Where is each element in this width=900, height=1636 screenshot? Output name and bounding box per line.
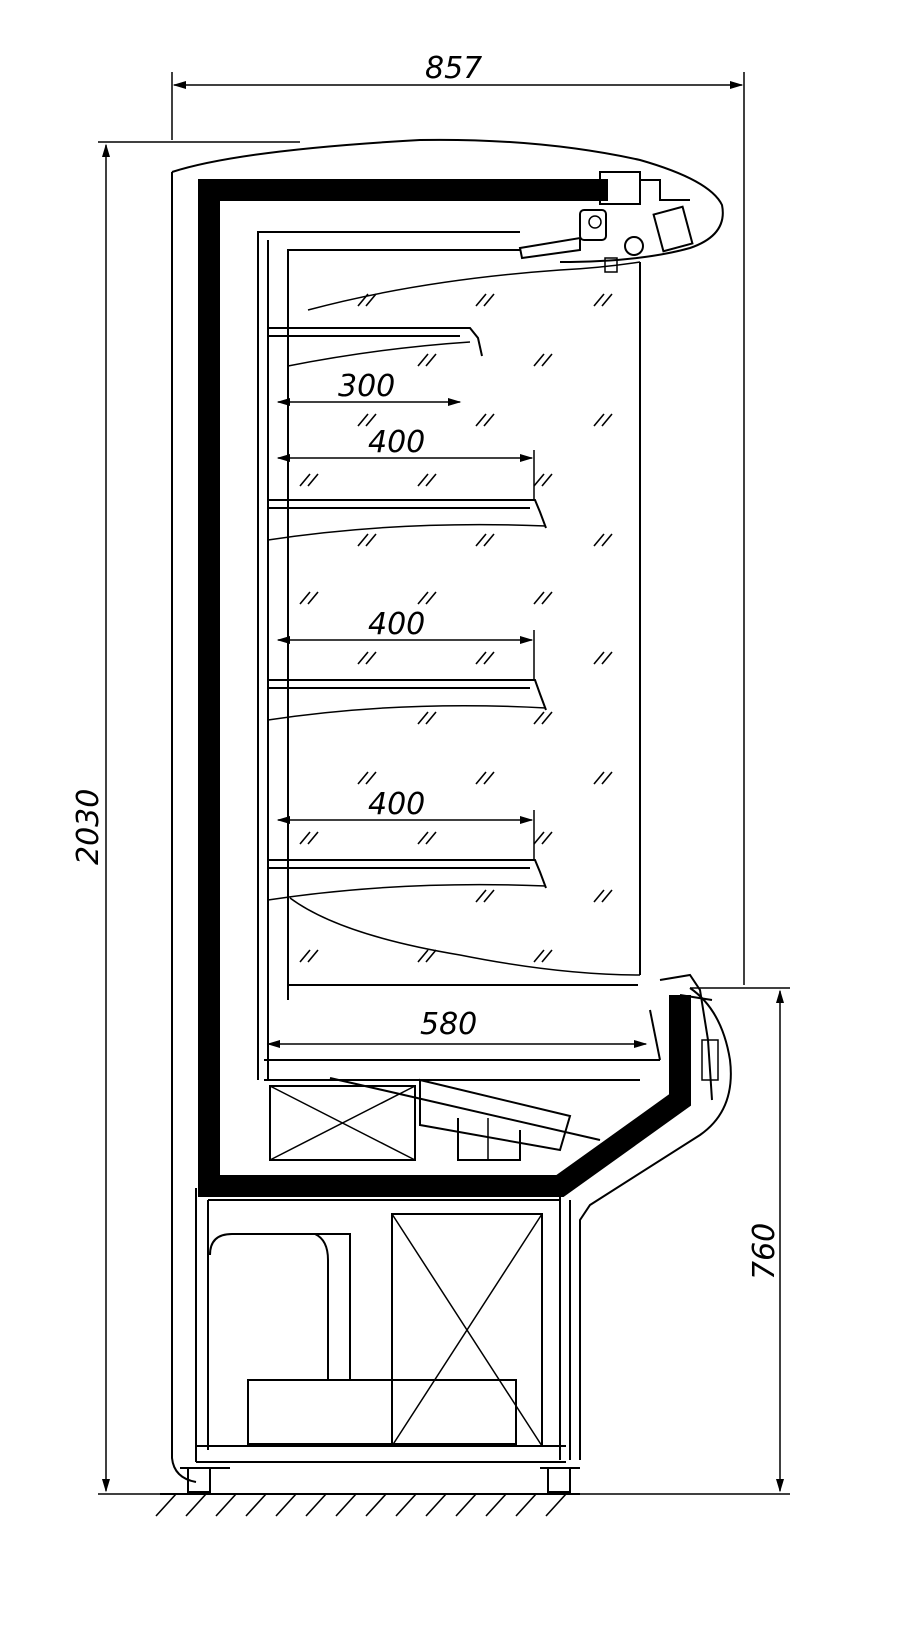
shelf-1 (268, 327, 483, 500)
shelf-2-depth-label: 400 (368, 425, 425, 460)
front-bumper (659, 973, 719, 1101)
adjustable-feet (180, 1467, 580, 1493)
evaporator-chamber (269, 1077, 601, 1161)
height-dimension-label: 2030 (71, 789, 106, 865)
floor-line (155, 1493, 580, 1517)
width-dimension-label: 857 (425, 51, 482, 86)
shelf-4-dimension: 400 (276, 787, 535, 860)
canopy-light-unit (518, 171, 694, 273)
shelf-3 (267, 679, 547, 860)
shelf-4 (267, 859, 641, 976)
shelf-2 (267, 499, 547, 680)
shelf-3-dimension: 400 (276, 607, 535, 680)
interior-frame (257, 231, 641, 1080)
dimension-overall-height: 2030 (71, 141, 300, 1495)
glass-hatching (299, 293, 613, 963)
base-height-dimension-label: 760 (747, 1223, 782, 1280)
shelf-2-dimension: 400 (276, 425, 535, 500)
shelf-4-depth-label: 400 (368, 787, 425, 822)
dimension-overall-width: 857 (171, 51, 745, 985)
bottom-deck: 580 (264, 1007, 661, 1081)
shelf-1-dimension: 300 (276, 369, 462, 407)
bottom-deck-depth-label: 580 (420, 1007, 477, 1042)
shelf-3-depth-label: 400 (368, 607, 425, 642)
shelf-1-depth-label: 300 (338, 369, 395, 404)
cabinet-outer-shell (171, 138, 732, 1483)
insulated-back-wall (198, 179, 691, 1197)
machine-compartment (195, 1188, 566, 1463)
dimension-base-height: 760 (560, 987, 790, 1495)
